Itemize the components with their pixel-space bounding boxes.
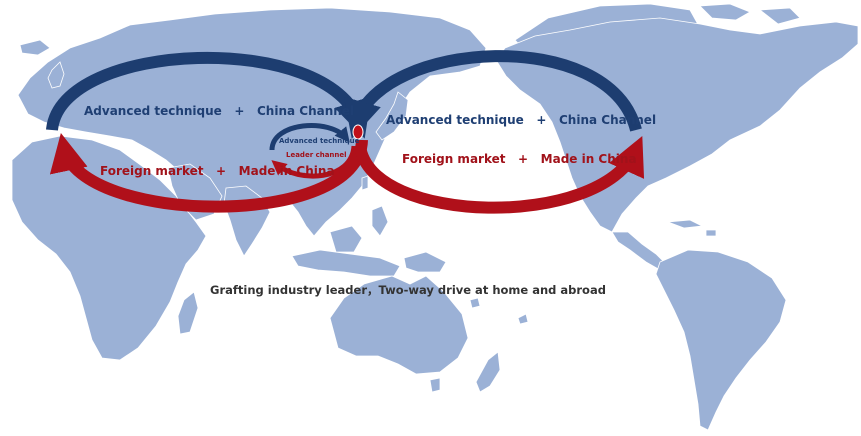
new-guinea <box>403 251 447 273</box>
left-top-label-left: Advanced technique <box>84 104 222 118</box>
china-hub-dot <box>352 124 364 140</box>
inner-bottom-label: Leader channel <box>286 151 347 159</box>
left-bottom-label-left: Foreign market <box>100 164 204 178</box>
left-top-label-right: China Channel <box>256 104 355 118</box>
left-red-arc <box>49 132 368 213</box>
inner-top-label: Advanced technique <box>279 137 359 145</box>
left-blue-arc <box>46 52 372 139</box>
left-bottom-label-right: Made in China <box>238 164 335 178</box>
caribbean <box>667 219 717 237</box>
africa <box>11 135 207 361</box>
right-top-label: Advanced technique + China Channel <box>386 113 656 127</box>
inner-loop-arrows <box>269 123 357 179</box>
left-top-label-sep: + <box>234 104 245 118</box>
inner-red-arc <box>271 145 357 179</box>
south-america <box>655 249 787 431</box>
right-bottom-label-sep: + <box>518 152 529 166</box>
arctic-islands <box>699 3 801 25</box>
madagascar <box>177 291 199 335</box>
right-bottom-label-right: Made in China <box>540 152 637 166</box>
japan <box>375 91 409 141</box>
left-loop-arrows <box>46 52 372 213</box>
right-blue-arc <box>343 50 642 139</box>
inner-top-label-text: Advanced technique <box>279 137 360 145</box>
right-bottom-label-left: Foreign market <box>402 152 506 166</box>
britain <box>47 61 65 89</box>
left-top-label: Advanced technique + China Channel <box>84 104 354 118</box>
right-top-label-sep: + <box>536 113 547 127</box>
caption: Grafting industry leader，Two-way drive a… <box>210 283 606 297</box>
right-red-arc <box>354 136 644 214</box>
philippines <box>371 205 389 237</box>
left-bottom-label: Foreign market + Made in China <box>100 164 335 178</box>
pacific-islands <box>469 297 529 325</box>
indonesia <box>291 249 401 277</box>
iceland <box>19 39 51 56</box>
borneo <box>329 225 363 253</box>
central-america <box>611 231 667 271</box>
tasmania <box>429 377 441 393</box>
australia <box>329 275 469 375</box>
left-bottom-label-sep: + <box>216 164 227 178</box>
right-bottom-label: Foreign market + Made in China <box>402 152 637 166</box>
right-top-label-right: China Channel <box>558 113 657 127</box>
new-zealand <box>475 351 501 393</box>
taiwan <box>361 175 369 191</box>
inner-bottom-label-text: Leader channel <box>286 151 347 159</box>
right-loop-arrows <box>343 50 644 214</box>
inner-blue-arc <box>269 123 350 151</box>
right-top-label-left: Advanced technique <box>386 113 524 127</box>
